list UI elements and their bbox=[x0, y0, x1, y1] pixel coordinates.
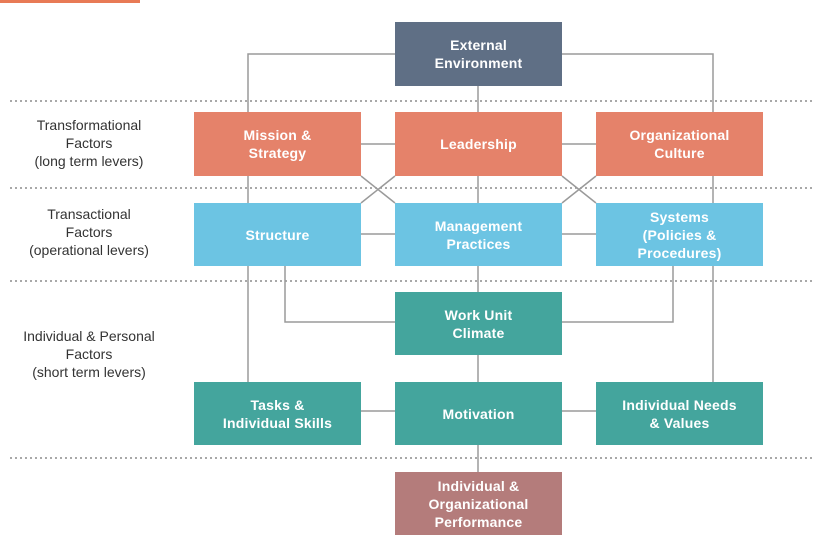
box-mission-strategy: Mission & Strategy bbox=[194, 112, 361, 176]
side-label-individual: Individual & Personal Factors (short ter… bbox=[23, 328, 155, 380]
box-systems: Systems (Policies & Procedures) bbox=[596, 203, 763, 266]
connector-systems-climate bbox=[562, 266, 674, 323]
box-work-unit-climate: Work Unit Climate bbox=[395, 292, 562, 355]
accent-bar bbox=[0, 0, 140, 3]
side-label-transactional: Transactional Factors (operational lever… bbox=[29, 206, 149, 258]
side-label-transformational: Transformational Factors (long term leve… bbox=[34, 117, 144, 169]
connector-structure-climate bbox=[284, 266, 395, 323]
box-organizational-culture: Organizational Culture bbox=[596, 112, 763, 176]
box-structure: Structure bbox=[194, 203, 361, 266]
box-individual-needs: Individual Needs & Values bbox=[596, 382, 763, 445]
connector-external-frame bbox=[247, 53, 714, 112]
box-tasks-skills: Tasks & Individual Skills bbox=[194, 382, 361, 445]
box-external-environment: External Environment bbox=[395, 22, 562, 86]
box-motivation: Motivation bbox=[395, 382, 562, 445]
box-performance: Individual & Organizational Performance bbox=[395, 472, 562, 535]
box-management-practices: Management Practices bbox=[395, 203, 562, 266]
box-leadership: Leadership bbox=[395, 112, 562, 176]
connector-cross-right bbox=[561, 175, 597, 204]
connector-cross-left bbox=[360, 175, 396, 204]
